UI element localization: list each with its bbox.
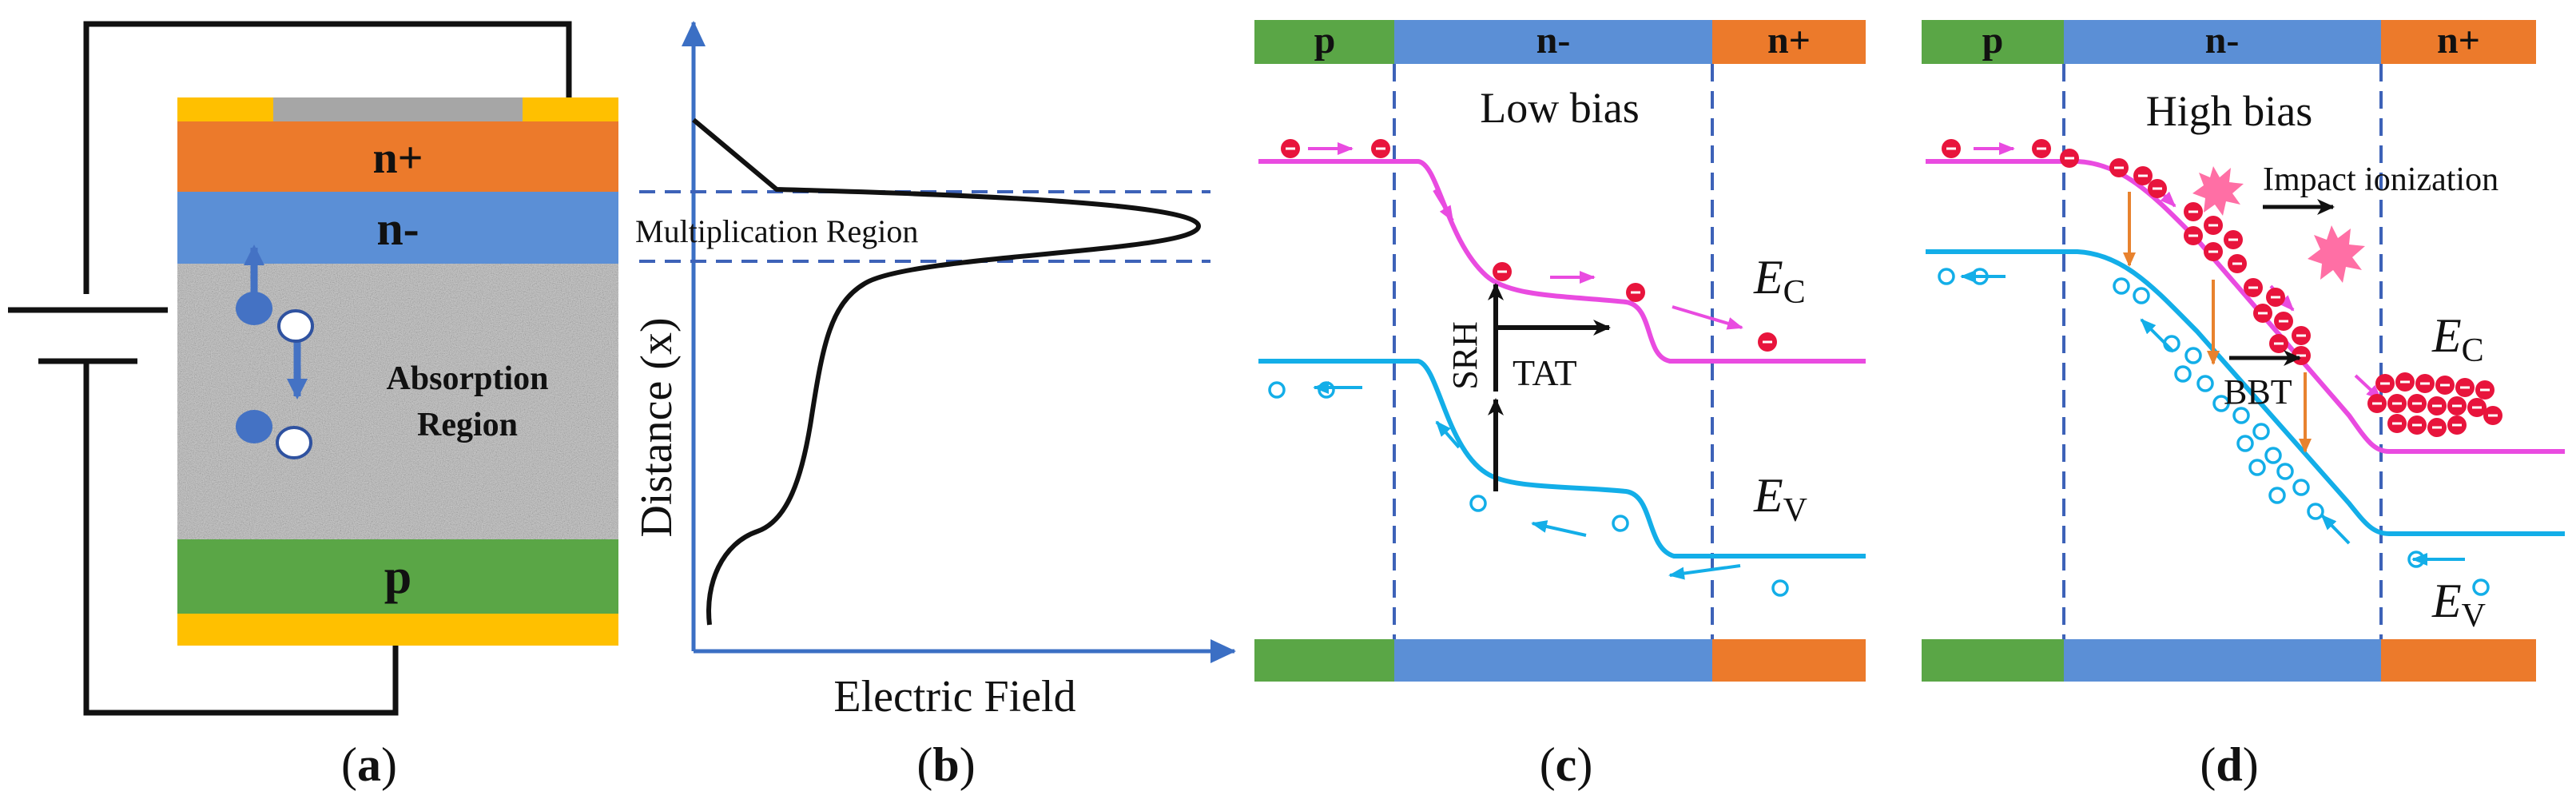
caption-d: (d) [2200,738,2258,791]
hole-dot-1 [277,309,314,343]
electron-dot-1 [236,292,272,325]
layer-n-plus [177,121,618,192]
d-hole [2174,365,2192,383]
c-top-n-minus [1394,20,1712,64]
label-n-plus: n+ [372,133,423,183]
d-bottom-n-minus [2064,639,2381,682]
d-hole-arrow-3 [2320,514,2351,545]
tat-label: TAT [1513,352,1577,393]
srh-label: SRH [1445,321,1485,390]
c-hole-arrow-3 [1531,520,1587,537]
d-valence-band [1926,249,2565,536]
absorption-label-2: Region [417,407,518,443]
c-electron-arrow-2 [1433,189,1454,222]
d-bottom-n-plus [2381,639,2536,682]
d-hole [2248,459,2266,476]
label-p: p [384,550,411,604]
d-hole [2307,503,2324,520]
c-bar-n-minus-label: n- [1536,19,1571,62]
d-hole [2472,578,2490,596]
c-bar-p-label: p [1314,19,1336,62]
d-hole [2236,435,2254,452]
c-bottom-n-minus [1394,639,1712,682]
d-hole-arrow-2 [2140,318,2175,353]
bbt-label: BBT [2224,372,2292,411]
d-hole [2268,487,2286,504]
bottom-contact [177,614,618,646]
c-holes [1268,381,1789,597]
hole-dot-2 [276,426,312,459]
panel-a-device: n+ n- p Absorption Region (a) [8,21,618,791]
electron-dot-2 [236,410,272,443]
c-hole [1469,495,1487,512]
spark-icon [2192,166,2244,216]
circuit-wire-top [83,21,572,294]
distance-axis-label: Distance (x) [632,317,682,537]
caption-c: (c) [1540,738,1593,791]
c-valence-band [1258,359,1866,559]
absorption-label-1: Absorption [386,360,548,397]
panel-c-low-bias: p n- n+ Low bias [1254,19,1866,791]
c-bias-label: Low bias [1480,84,1639,132]
c-electron-arrow-4 [1672,305,1743,330]
d-bar-p-label: p [1982,19,2004,62]
d-hole [2232,407,2250,424]
caption-a: (a) [341,738,397,791]
c-hole [1771,579,1789,597]
d-hole [2184,347,2202,364]
field-profile-curve [692,117,1202,626]
d-hole [2264,447,2282,464]
d-bar-n-minus-label: n- [2205,19,2240,62]
c-top-n-plus [1712,20,1866,64]
d-hole [2196,375,2214,392]
d-bar-n-plus-label: n+ [2437,19,2480,62]
label-n-minus: n- [376,202,419,255]
c-bottom-n-plus [1712,639,1866,682]
c-top-p [1254,20,1394,64]
circuit-wire-bottom [83,364,399,716]
d-hole [2212,395,2230,412]
c-electrons [1281,139,1777,352]
d-hole [2133,287,2150,304]
impact-ionization-label: Impact ionization [2263,161,2498,198]
caption-b: (b) [916,738,975,791]
multiplication-region-label: Multiplication Region [635,213,918,249]
c-hole [1318,381,1335,399]
top-contact-right [523,97,618,121]
d-hole [2276,463,2294,480]
panel-b-field-profile: Multiplication Region Distance (x) Elect… [632,21,1236,791]
c-bar-n-plus-label: n+ [1767,19,1811,62]
d-top-n-plus [2381,20,2536,64]
d-electrons [1942,139,2502,437]
d-bottom-p [1922,639,2064,682]
panel-d-high-bias: p n- n+ High bias Imp [1922,19,2565,791]
d-ev-label: EV [2431,574,2486,634]
d-holes [1938,268,2490,596]
c-conduction-band [1258,159,1866,364]
d-hole [1938,268,1955,285]
c-hole-arrow-4 [1668,564,1741,580]
top-contact-left [177,97,273,121]
d-top-n-minus [2064,20,2381,64]
d-ec-label: EC [2431,309,2484,369]
d-hole [2252,423,2270,440]
d-hole [2292,479,2310,496]
c-bottom-p [1254,639,1394,682]
spark-icon [2308,225,2365,283]
c-ev-label: EV [1753,469,1807,529]
electric-field-axis-label: Electric Field [833,672,1075,722]
c-hole [1268,381,1286,399]
c-hole [1612,515,1629,532]
c-hole-arrow-2 [1435,420,1461,449]
c-ec-label: EC [1753,251,1806,311]
d-bias-label: High bias [2146,87,2313,135]
layer-p [177,539,618,614]
d-top-p [1922,20,2064,64]
d-hole [2113,277,2130,295]
